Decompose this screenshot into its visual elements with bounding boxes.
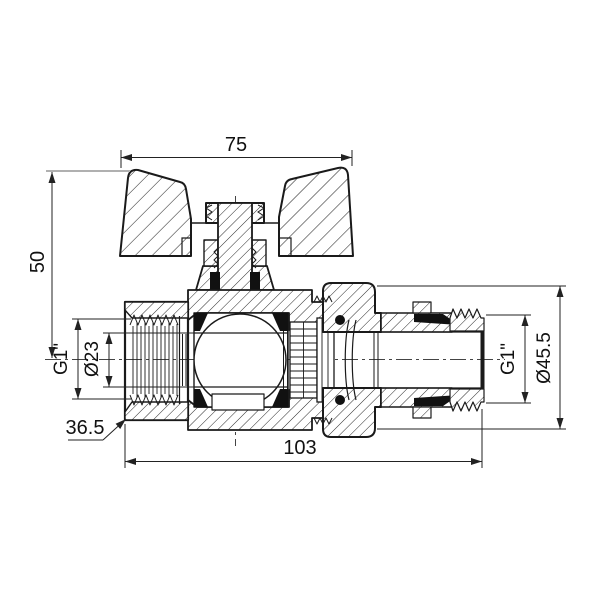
dim-nut-size: 36.5 bbox=[66, 417, 127, 441]
union-nut bbox=[313, 282, 382, 438]
tail-step-top bbox=[412, 301, 432, 314]
washer-profile-2 bbox=[351, 319, 357, 401]
dim-50-label: 50 bbox=[27, 251, 49, 273]
dim-union-diameter: Ø45.5 bbox=[377, 285, 566, 430]
inlet-nut-wall-top bbox=[124, 301, 189, 319]
rib-lines bbox=[290, 322, 317, 398]
male-thread-top bbox=[449, 308, 485, 332]
dim-75-label: 75 bbox=[225, 134, 247, 156]
tail-seal-bottom bbox=[414, 395, 459, 406]
union-thread-zigzag bbox=[313, 295, 333, 425]
dim-inlet-thread: G1" bbox=[51, 318, 131, 400]
dim-d45-5-label: Ø45.5 bbox=[534, 332, 555, 384]
dim-36-5-label: 36.5 bbox=[66, 417, 105, 439]
compression-insert bbox=[289, 317, 335, 403]
inlet-nut-wall-bottom bbox=[124, 401, 189, 421]
seat-seal-bottom-left bbox=[194, 389, 208, 407]
tail-step-bottom bbox=[412, 406, 432, 419]
packing-seal-left bbox=[210, 272, 220, 298]
washer-profile-1 bbox=[344, 319, 350, 401]
handle-left-wing bbox=[119, 168, 192, 257]
dim-g1-left-label: G1" bbox=[51, 343, 72, 375]
handle-hub-edges bbox=[181, 222, 292, 255]
inlet-nut bbox=[123, 300, 190, 422]
union-nut-bottom bbox=[322, 387, 382, 438]
dim-inlet-bore: Ø23 bbox=[82, 332, 195, 388]
union-nut-top bbox=[322, 282, 382, 333]
dim-handle-width: 75 bbox=[120, 134, 353, 168]
butterfly-handle bbox=[119, 166, 354, 257]
dim-g1-right-label: G1" bbox=[498, 343, 519, 375]
dim-total-length: 103 bbox=[124, 409, 483, 468]
dim-103-label: 103 bbox=[283, 437, 316, 459]
union-oring-bottom bbox=[335, 395, 345, 405]
inlet-thread-crests bbox=[129, 314, 179, 406]
packing-seal-right bbox=[250, 272, 260, 298]
cap-thread-zigzag bbox=[205, 204, 265, 221]
seat-seal-top-left bbox=[194, 313, 208, 331]
seat-seal-top-right bbox=[272, 313, 288, 331]
tail-seal-top bbox=[414, 314, 459, 325]
inlet-thread-lines bbox=[132, 322, 178, 398]
dim-outlet-thread: G1" bbox=[486, 314, 531, 404]
dim-d23-label: Ø23 bbox=[82, 341, 103, 377]
stem-thread-zigzag bbox=[213, 247, 257, 269]
valve-ball bbox=[194, 313, 287, 407]
dim-height: 50 bbox=[27, 170, 130, 358]
seat-seal-bottom-right bbox=[272, 389, 288, 407]
handle-right-wing bbox=[278, 166, 354, 257]
union-oring-top bbox=[335, 315, 345, 325]
male-thread-bottom bbox=[449, 388, 485, 412]
valve-body bbox=[187, 289, 337, 431]
ball-bottom-slot bbox=[211, 393, 265, 411]
outlet-tailpiece bbox=[356, 301, 485, 419]
